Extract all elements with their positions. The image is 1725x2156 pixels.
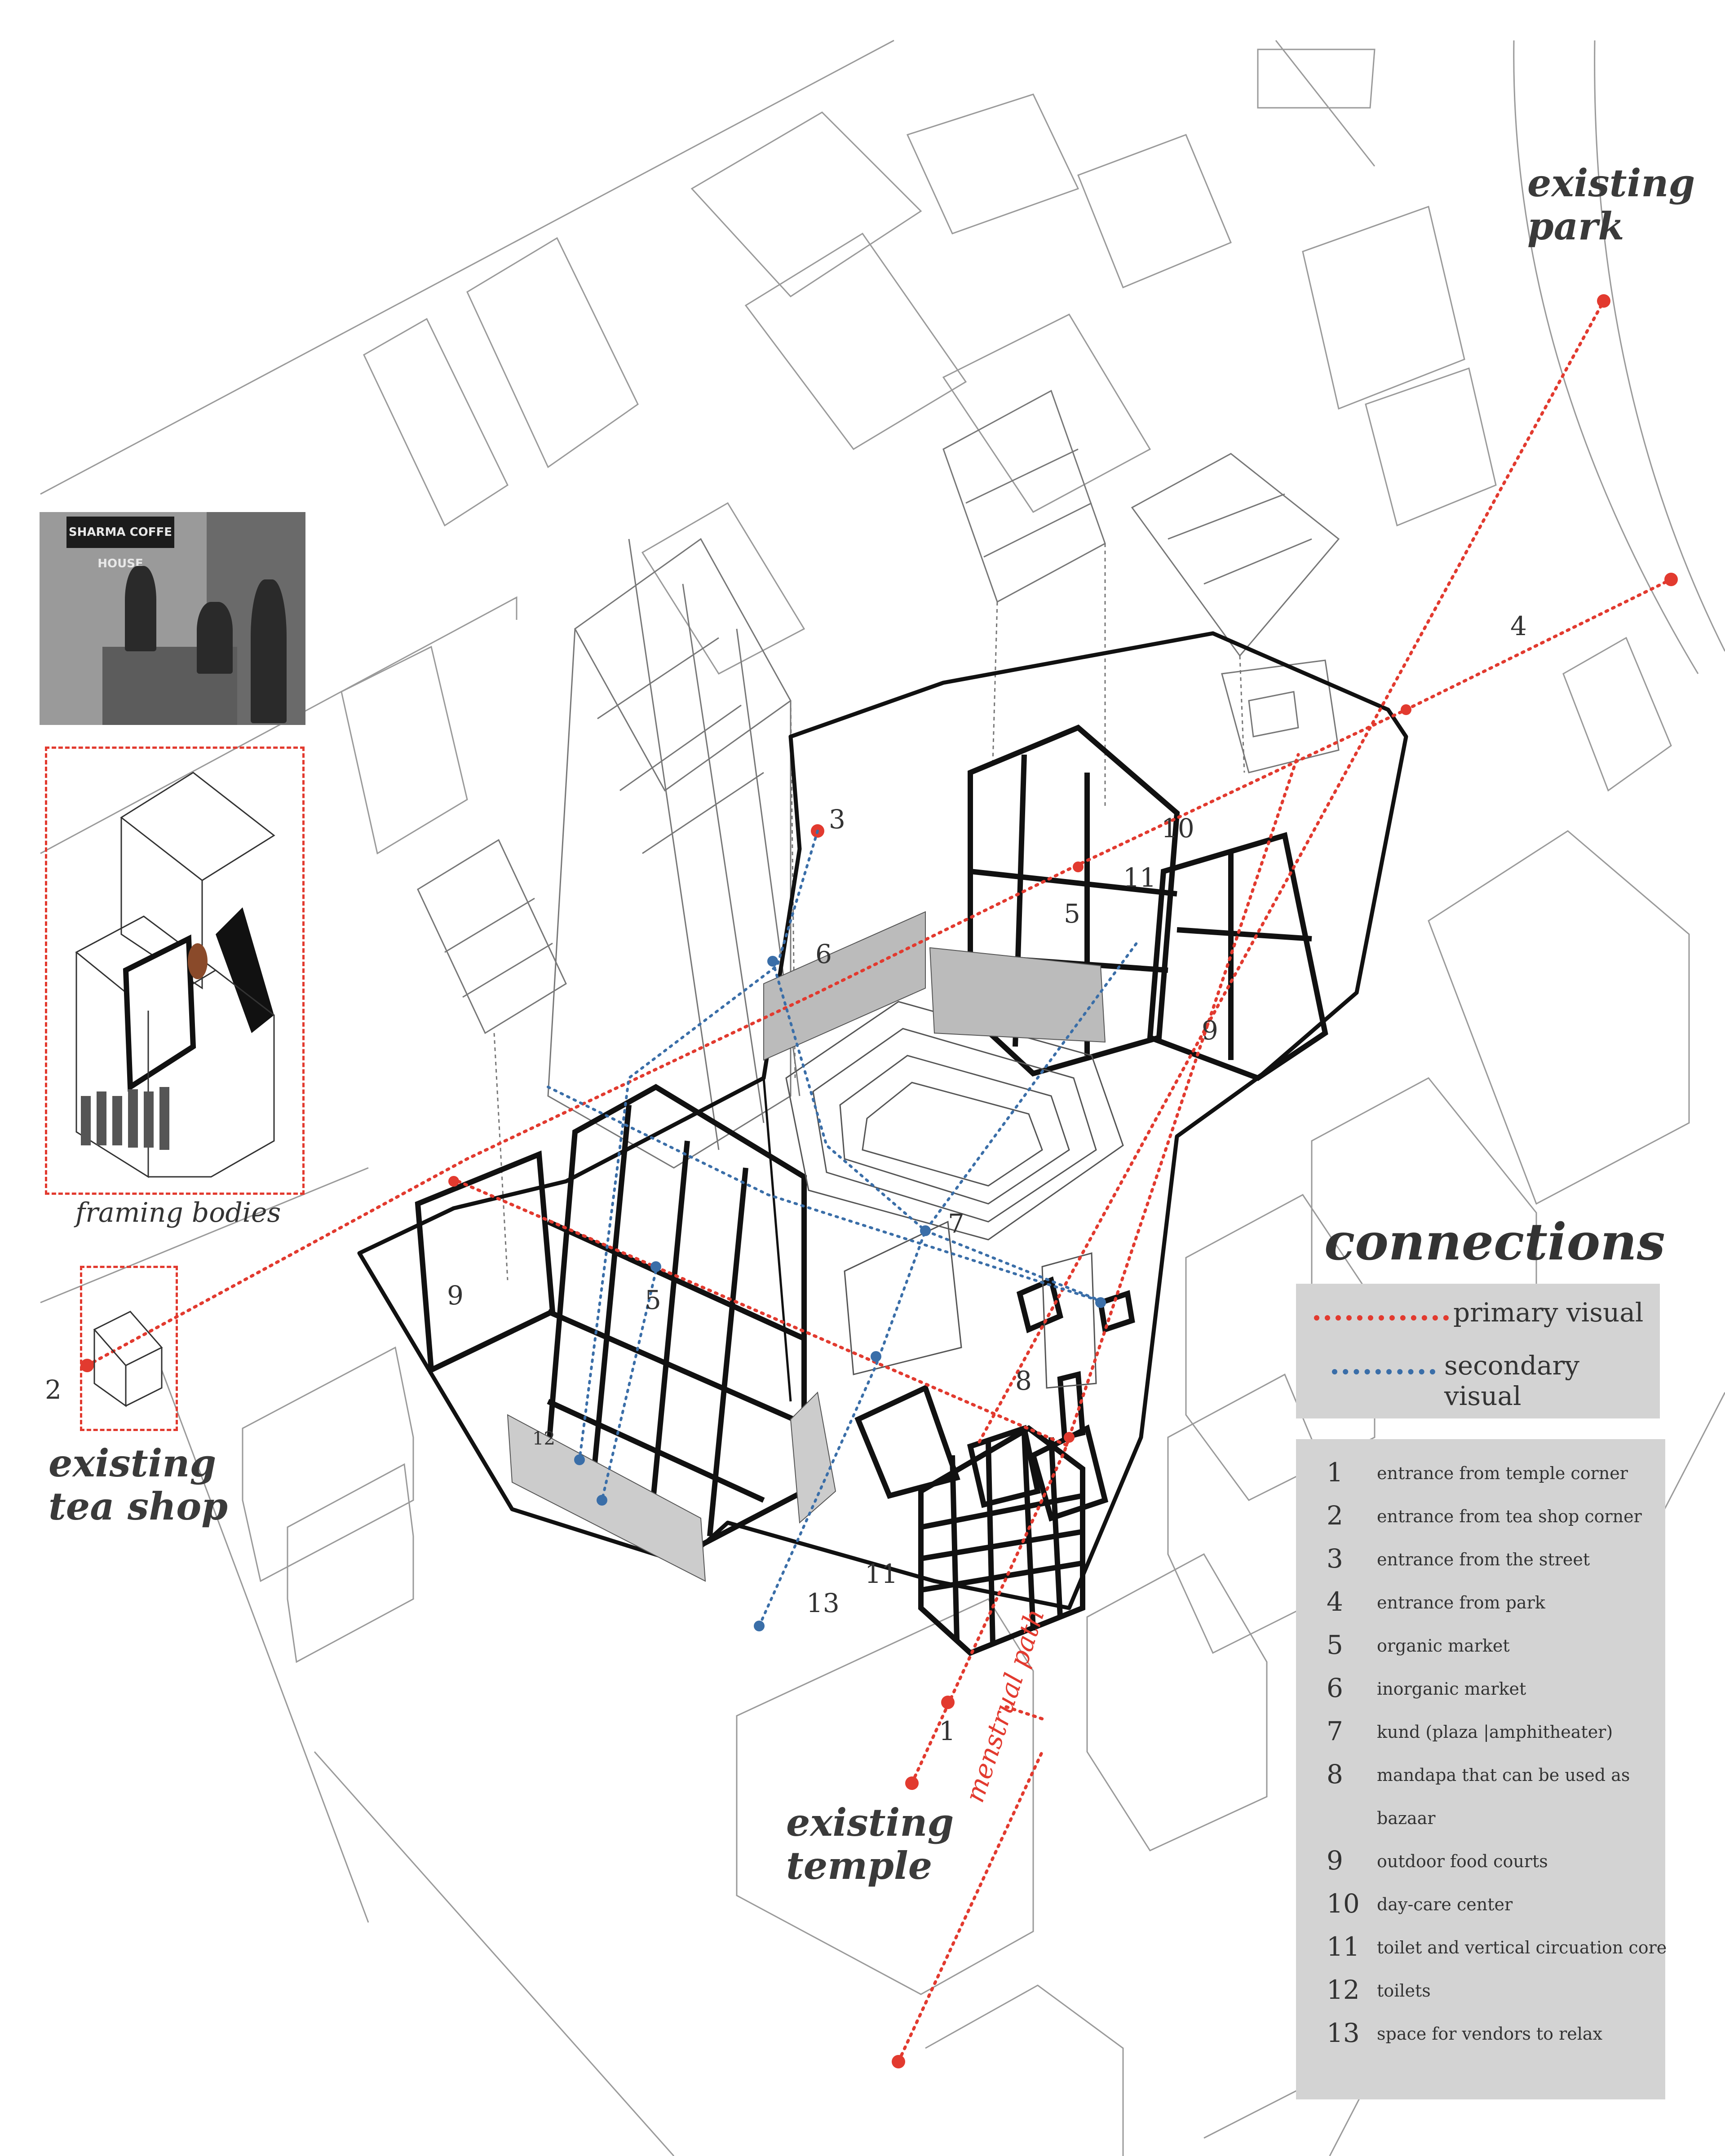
framing-bodies-caption: framing bodies bbox=[75, 1197, 281, 1228]
kund-plaza bbox=[785, 1001, 1124, 1389]
secondary-visual-swatch bbox=[1332, 1369, 1435, 1374]
legend-number: 12 bbox=[1327, 1975, 1360, 2005]
legend-text: entrance from temple corner bbox=[1377, 1463, 1628, 1483]
primary-visual-swatch bbox=[1314, 1315, 1449, 1321]
legend-text: toilets bbox=[1377, 1981, 1431, 2001]
existing-temple-label: existing temple bbox=[786, 1800, 954, 1888]
legend-text: toilet and vertical circuation core bbox=[1377, 1938, 1667, 1957]
primary-visual-label: primary visual bbox=[1453, 1297, 1644, 1328]
shop-sign: SHARMA COFFE HOUSE bbox=[66, 517, 174, 570]
primary-visual-points bbox=[80, 294, 1678, 2068]
plan-number-5a: 5 bbox=[1064, 898, 1080, 929]
plan-number-4: 4 bbox=[1510, 611, 1527, 641]
plan-number-6: 6 bbox=[815, 939, 832, 969]
legend-text: bazaar bbox=[1377, 1808, 1436, 1828]
plan-number-11b: 11 bbox=[865, 1559, 898, 1589]
plan-number-9b: 9 bbox=[447, 1280, 464, 1311]
legend-text: inorganic market bbox=[1377, 1679, 1526, 1699]
existing-park-label: existing park bbox=[1527, 161, 1695, 248]
plan-number-5b: 5 bbox=[645, 1285, 661, 1315]
tea-shop-frame bbox=[80, 1266, 178, 1431]
plan-number-3: 3 bbox=[829, 804, 845, 835]
legend-number: 11 bbox=[1327, 1931, 1360, 1962]
legend-number: 10 bbox=[1327, 1888, 1360, 1919]
framing-bodies-frame bbox=[45, 747, 305, 1195]
secondary-visual-label: secondary visual bbox=[1444, 1350, 1580, 1411]
roof-modules bbox=[417, 389, 1340, 1281]
legend-text: entrance from park bbox=[1377, 1593, 1545, 1613]
photo-person bbox=[197, 602, 233, 674]
existing-tea-shop-label: existing tea shop bbox=[49, 1441, 228, 1529]
plan-number-2: 2 bbox=[45, 1374, 62, 1405]
secondary-visual-points bbox=[574, 956, 1106, 1631]
legend-text: kund (plaza |amphitheater) bbox=[1377, 1722, 1613, 1742]
plan-number-11a: 11 bbox=[1123, 862, 1156, 893]
legend-number: 5 bbox=[1327, 1630, 1343, 1660]
plan-number-1: 1 bbox=[939, 1716, 955, 1746]
legend-number: 4 bbox=[1327, 1586, 1343, 1617]
plan-number-8: 8 bbox=[1015, 1365, 1032, 1396]
program-legend: 1 entrance from temple corner 2 entrance f… bbox=[1296, 1439, 1667, 2099]
legend-text: organic market bbox=[1377, 1636, 1510, 1656]
legend-number: 9 bbox=[1327, 1845, 1343, 1876]
primary-visual-lines bbox=[85, 299, 1673, 2063]
legend-text: entrance from the street bbox=[1377, 1550, 1590, 1569]
legend-number: 2 bbox=[1327, 1500, 1343, 1531]
legend-number: 6 bbox=[1327, 1673, 1343, 1703]
plan-number-9a: 9 bbox=[1202, 1015, 1218, 1046]
legend-text: day-care center bbox=[1377, 1895, 1513, 1914]
plan-number-7: 7 bbox=[948, 1208, 964, 1239]
legend-number: 7 bbox=[1327, 1716, 1343, 1746]
market-grid bbox=[415, 725, 1328, 1656]
legend-number: 13 bbox=[1327, 2018, 1360, 2048]
legend-text: space for vendors to relax bbox=[1377, 2024, 1603, 2044]
tea-shop-sketch bbox=[93, 1311, 163, 1407]
legend-number: 1 bbox=[1327, 1457, 1343, 1488]
plan-number-10: 10 bbox=[1161, 813, 1194, 844]
legend-text: entrance from tea shop corner bbox=[1377, 1507, 1642, 1526]
legend-text: mandapa that can be used as bbox=[1377, 1765, 1630, 1785]
tea-shop-photo: SHARMA COFFE HOUSE bbox=[40, 512, 305, 725]
plan-number-13: 13 bbox=[806, 1588, 840, 1618]
legend-text: outdoor food courts bbox=[1377, 1851, 1548, 1871]
plan-number-12: 12 bbox=[532, 1428, 555, 1449]
photo-person bbox=[251, 579, 287, 723]
legend-number: 3 bbox=[1327, 1543, 1343, 1574]
connections-title: connections bbox=[1324, 1213, 1665, 1272]
photo-person bbox=[125, 566, 156, 651]
secondary-visual-lines bbox=[547, 830, 1138, 1627]
connections-legend: primary visual secondary visual bbox=[1296, 1284, 1660, 1418]
framing-bodies-sketch bbox=[75, 772, 275, 1178]
legend-number: 8 bbox=[1327, 1759, 1343, 1789]
